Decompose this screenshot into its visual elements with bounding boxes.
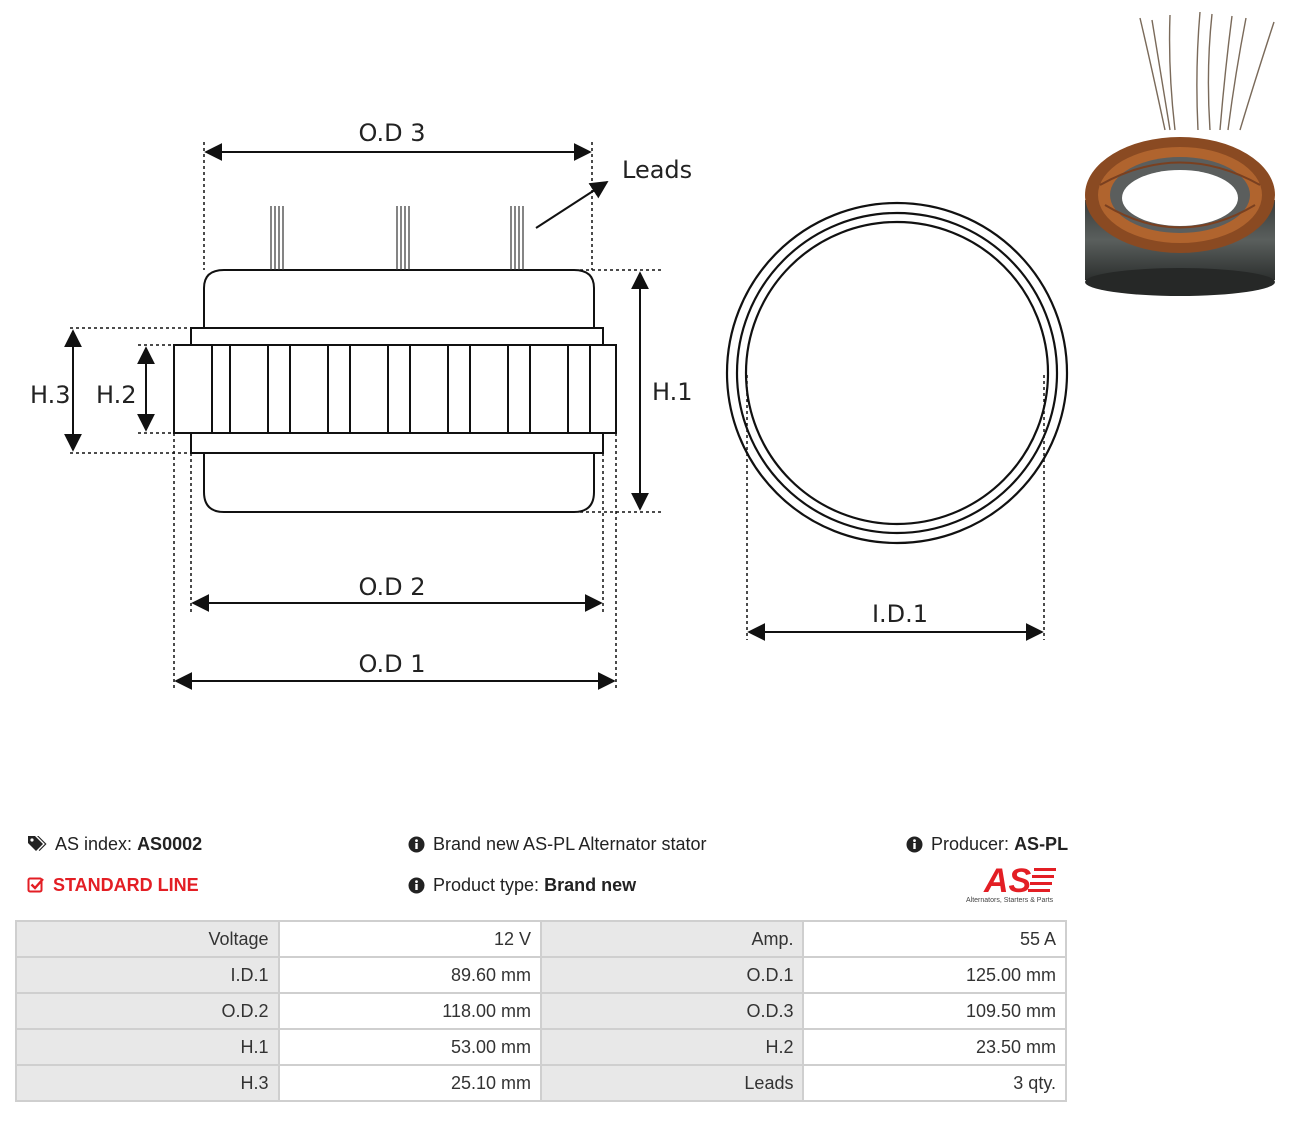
as-pl-logo: AS Alternators, Starters & Parts xyxy=(962,862,1070,908)
producer-value: AS-PL xyxy=(1014,834,1069,854)
table-row: H.1 53.00 mm H.2 23.50 mm xyxy=(15,1028,1067,1066)
dimension-arrows xyxy=(64,143,1044,690)
spec-value: 12 V xyxy=(277,920,542,958)
tags-icon xyxy=(27,835,47,858)
spec-label: Leads xyxy=(539,1064,805,1102)
spec-label: H.1 xyxy=(15,1028,280,1066)
info-icon xyxy=(408,836,425,858)
product-description: Brand new AS-PL Alternator stator xyxy=(408,834,706,858)
core-flange-bottom xyxy=(190,432,604,454)
producer: Producer: AS-PL xyxy=(906,834,1068,858)
description-text: Brand new AS-PL Alternator stator xyxy=(433,834,707,854)
id1-label: I.D.1 xyxy=(872,600,928,628)
spec-value: 125.00 mm xyxy=(802,956,1067,994)
od2-label: O.D 2 xyxy=(359,573,426,601)
standard-line-badge: STANDARD LINE xyxy=(27,875,199,899)
spec-label: O.D.1 xyxy=(539,956,805,994)
spec-label: O.D.3 xyxy=(539,992,805,1030)
spec-label: H.2 xyxy=(539,1028,805,1066)
spec-value: 118.00 mm xyxy=(277,992,542,1030)
spec-value: 55 A xyxy=(802,920,1067,958)
as-index-label: AS index: xyxy=(55,834,133,854)
spec-value: 25.10 mm xyxy=(277,1064,542,1102)
info-icon xyxy=(408,877,425,899)
stator-product-photo xyxy=(1085,11,1275,296)
h1-label: H.1 xyxy=(652,378,693,406)
product-type-value: Brand new xyxy=(544,875,637,895)
info-icon xyxy=(906,836,923,858)
spec-value: 3 qty. xyxy=(802,1064,1067,1102)
spec-value: 23.50 mm xyxy=(802,1028,1067,1066)
h2-label: H.2 xyxy=(96,381,137,409)
spec-value: 109.50 mm xyxy=(802,992,1067,1030)
logo-mark: AS xyxy=(983,862,1032,896)
h3-label: H.3 xyxy=(30,381,71,409)
spec-label: H.3 xyxy=(15,1064,280,1102)
winding-top xyxy=(203,269,595,329)
spec-label: O.D.2 xyxy=(15,992,280,1030)
core-teeth xyxy=(173,344,617,434)
stator-end-view xyxy=(725,201,1069,545)
as-index-value: AS0002 xyxy=(137,834,203,854)
spec-label: Amp. xyxy=(539,920,805,958)
spec-table: Voltage 12 V Amp. 55 A I.D.1 89.60 mm O.… xyxy=(15,920,1067,1102)
leads-label: Leads xyxy=(622,156,692,184)
spec-value: 53.00 mm xyxy=(277,1028,542,1066)
extension-lines xyxy=(70,142,1045,690)
checkbox-checked-icon xyxy=(27,876,45,899)
product-type-label: Product type: xyxy=(433,875,540,895)
core-flange-top xyxy=(190,327,604,346)
table-row: H.3 25.10 mm Leads 3 qty. xyxy=(15,1064,1067,1102)
leads-pointer xyxy=(535,181,609,229)
spec-value: 89.60 mm xyxy=(277,956,542,994)
standard-line-text: STANDARD LINE xyxy=(53,875,199,895)
stator-dimension-drawing: O.D 3 Leads H.1 H.3 H.2 O.D 2 O.D 1 I.D.… xyxy=(30,11,1275,690)
spec-label: Voltage xyxy=(15,920,280,958)
od1-label: O.D 1 xyxy=(359,650,426,678)
spec-label: I.D.1 xyxy=(15,956,280,994)
table-row: Voltage 12 V Amp. 55 A xyxy=(15,920,1067,958)
table-row: I.D.1 89.60 mm O.D.1 125.00 mm xyxy=(15,956,1067,994)
logo-tagline: Alternators, Starters & Parts xyxy=(966,897,1054,904)
as-index: AS index: AS0002 xyxy=(27,834,202,858)
producer-label: Producer: xyxy=(931,834,1010,854)
lead-wires xyxy=(270,206,524,270)
winding-bottom xyxy=(203,452,595,513)
od3-label: O.D 3 xyxy=(359,119,426,147)
product-type: Product type: Brand new xyxy=(408,875,636,899)
stator-side-view xyxy=(173,269,617,513)
table-row: O.D.2 118.00 mm O.D.3 109.50 mm xyxy=(15,992,1067,1030)
